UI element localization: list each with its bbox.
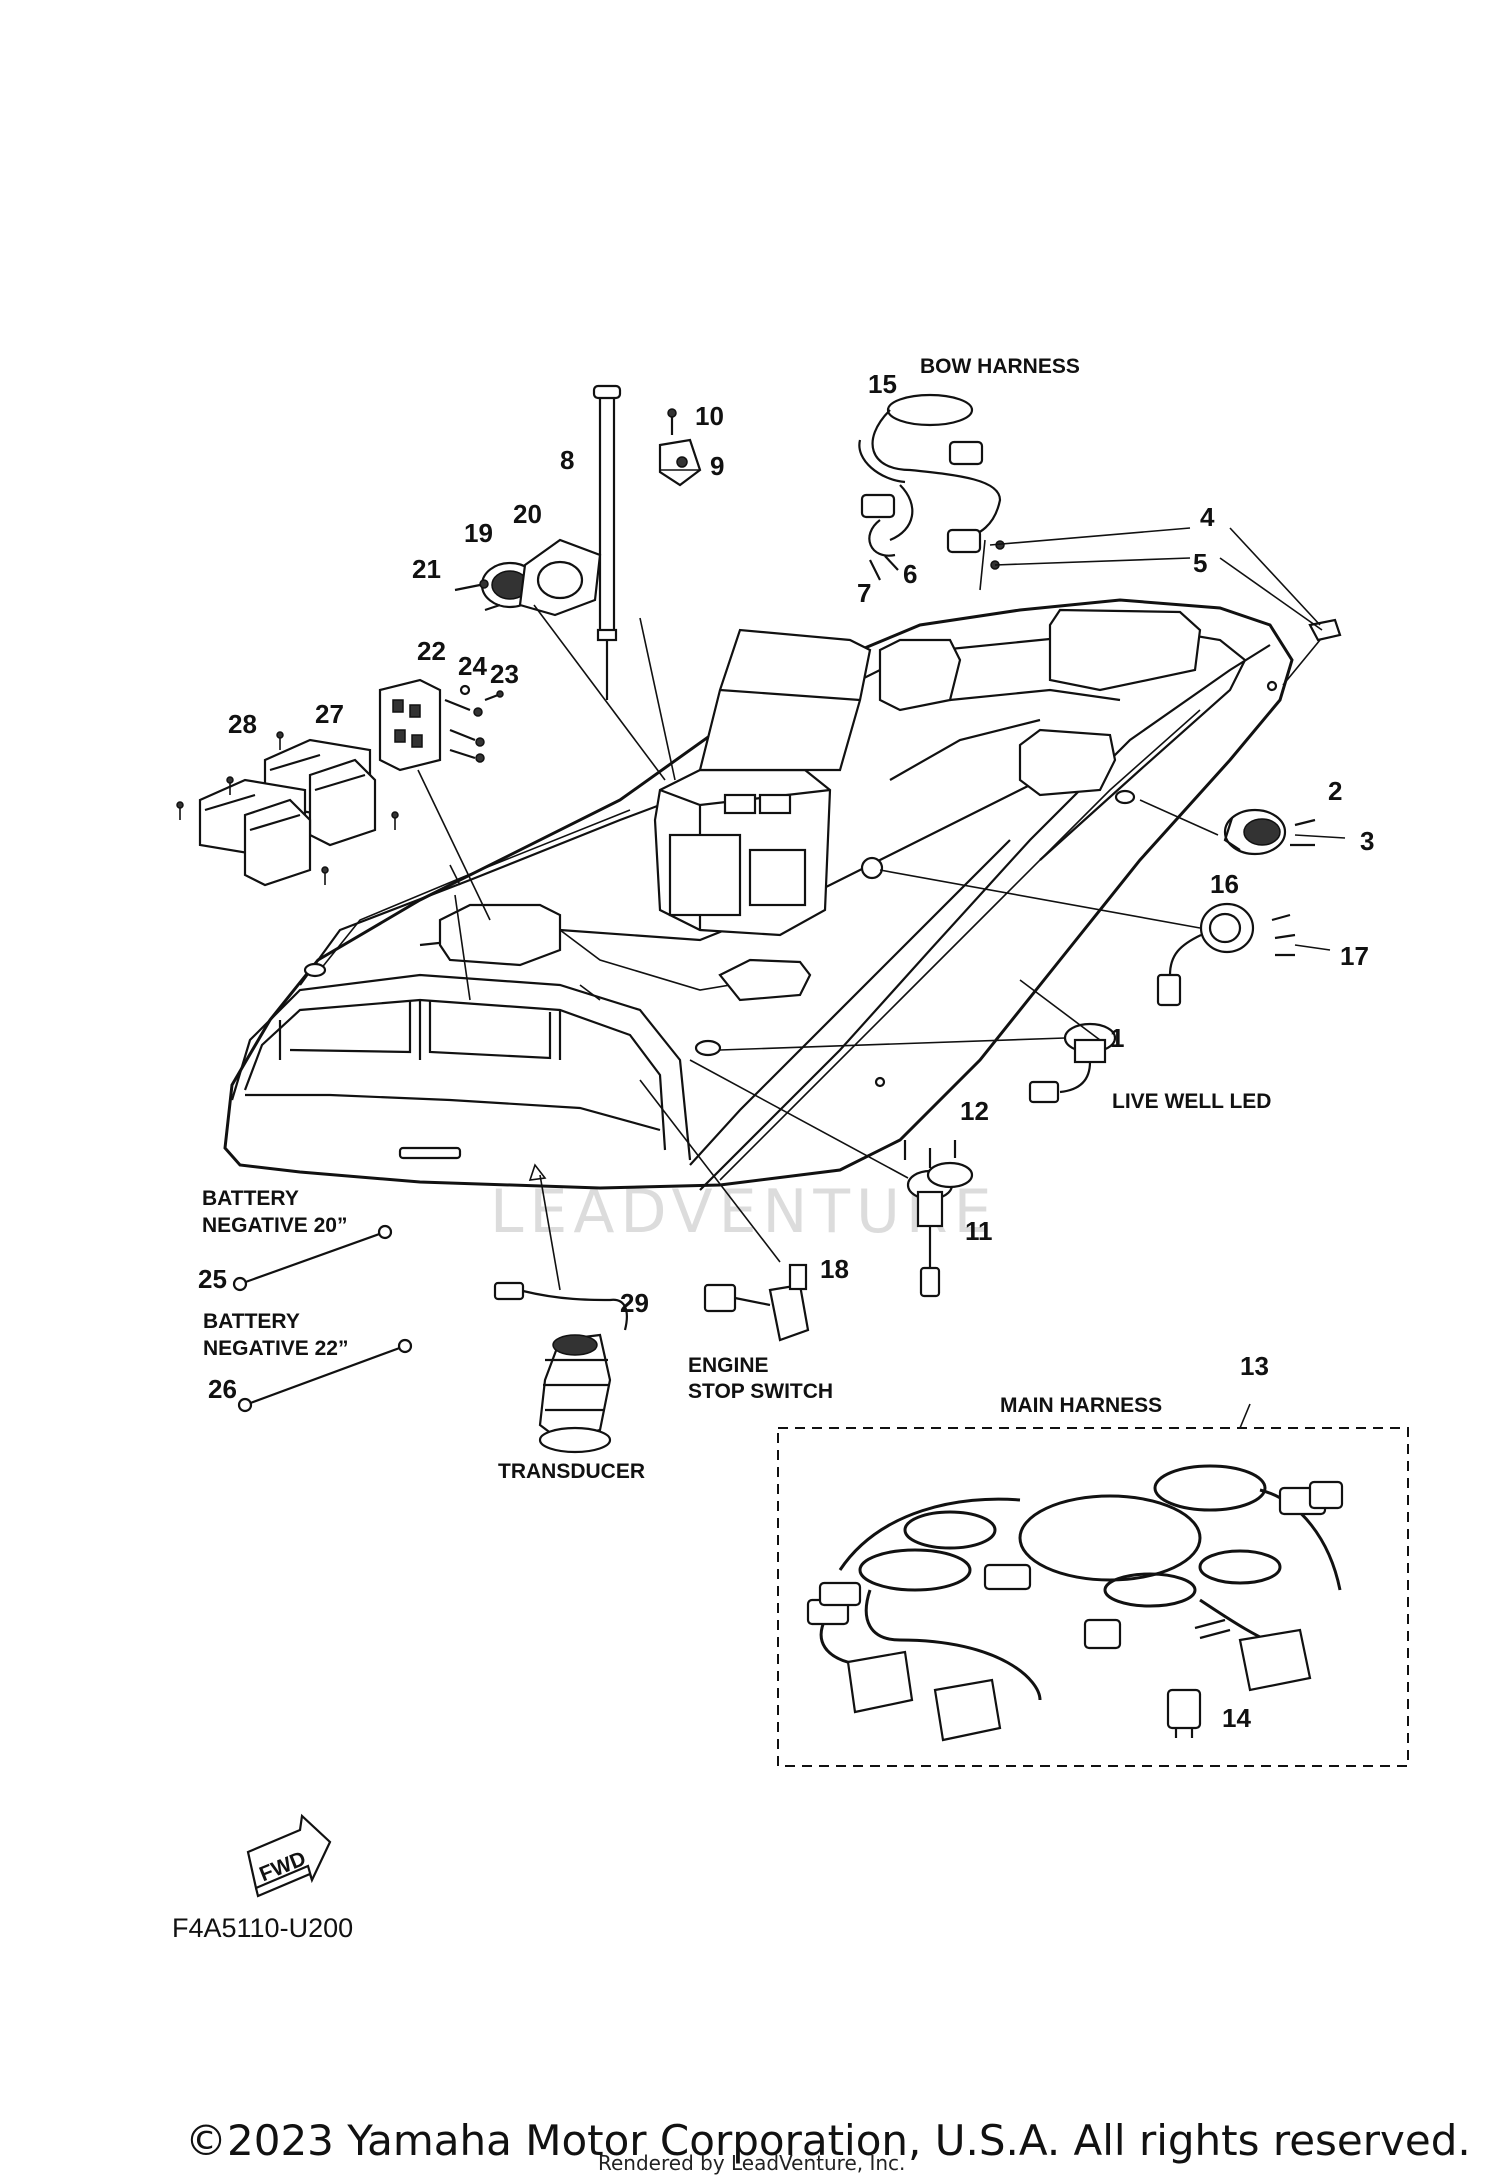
- callout-11: 11: [965, 1216, 993, 1246]
- part-2-speaker: [1223, 808, 1287, 856]
- callout-2: 2: [1328, 776, 1342, 806]
- part-21-screw: [454, 579, 501, 612]
- part-28-battery-box: [198, 778, 312, 887]
- part-12-screws: [903, 1140, 957, 1168]
- callout-4: 4: [1200, 502, 1215, 532]
- rendered-by-notice: Rendered by LeadVenture, Inc.: [598, 2151, 905, 2175]
- descriptive-labels: BOW HARNESS LIVE WELL LED BATTERY NEGATI…: [202, 355, 1271, 1886]
- label-engine-stop-switch-line2: STOP SWITCH: [688, 1380, 833, 1403]
- part-3-screws: [1290, 818, 1316, 847]
- callout-29: 29: [620, 1288, 649, 1318]
- part-16-light: [1156, 902, 1255, 1007]
- label-battery-negative-20-line1: BATTERY: [202, 1187, 299, 1210]
- part-20-gasket: [518, 538, 602, 617]
- callout-17: 17: [1340, 941, 1369, 971]
- fwd-arrow-icon: [246, 1813, 332, 1898]
- callout-24: 24: [458, 651, 487, 681]
- part-11-switch: [906, 1161, 974, 1298]
- label-transducer: TRANSDUCER: [498, 1460, 645, 1483]
- callout-26: 26: [208, 1374, 237, 1404]
- callout-14: 14: [1222, 1703, 1251, 1733]
- callout-8: 8: [560, 445, 574, 475]
- part-10-screw: [667, 408, 677, 435]
- copyright-notice: ©2023 Yamaha Motor Corporation, U.S.A. A…: [185, 2116, 1471, 2165]
- callout-5: 5: [1193, 548, 1207, 578]
- callout-7: 7: [857, 578, 871, 608]
- part-1-live-well-led: [1028, 1022, 1117, 1104]
- callout-3: 3: [1360, 826, 1374, 856]
- callout-16: 16: [1210, 869, 1239, 899]
- callout-28: 28: [228, 709, 257, 739]
- part-17-screws: [1271, 913, 1296, 957]
- part-4-5-fittings: [990, 540, 1342, 642]
- leader-lines: [417, 469, 1346, 1429]
- part-22-switch-panel: [378, 678, 485, 772]
- callout-27: 27: [315, 699, 344, 729]
- part-24-washer: [459, 684, 471, 696]
- part-26-battery-cable: [237, 1338, 413, 1413]
- diagram-code: F4A5110-U200: [172, 1913, 353, 1943]
- callout-1: 1: [1110, 1023, 1124, 1053]
- part-8-tube: [592, 384, 622, 700]
- battery-box-screws: [176, 731, 399, 885]
- callout-22: 22: [417, 636, 446, 666]
- callout-20: 20: [513, 499, 542, 529]
- callout-25: 25: [198, 1264, 227, 1294]
- callout-9: 9: [710, 451, 724, 481]
- part-18-engine-stop-switch: [703, 1263, 810, 1342]
- part-14-fuse: [1166, 1688, 1202, 1738]
- callout-23: 23: [490, 659, 519, 689]
- callout-21: 21: [412, 554, 441, 584]
- callout-15: 15: [868, 369, 897, 399]
- callout-19: 19: [464, 518, 493, 548]
- boat-hull: [223, 598, 1294, 1191]
- callout-10: 10: [695, 401, 724, 431]
- callout-12: 12: [960, 1096, 989, 1126]
- part-6-7-clips: [869, 555, 899, 581]
- label-live-well-led: LIVE WELL LED: [1112, 1090, 1271, 1113]
- label-battery-negative-22-line2: NEGATIVE 22”: [203, 1337, 348, 1360]
- label-bow-harness: BOW HARNESS: [920, 355, 1080, 378]
- part-callouts: 1 2 3 4 5 6 7 8 9 10 11 12 13 14 15 16 1…: [198, 369, 1374, 1733]
- label-battery-negative-22-line1: BATTERY: [203, 1310, 300, 1333]
- label-battery-negative-20-line2: NEGATIVE 20”: [202, 1214, 347, 1237]
- part-15-bow-harness: [858, 393, 1002, 557]
- part-23-screw: [484, 690, 504, 702]
- callout-13: 13: [1240, 1351, 1269, 1381]
- part-25-battery-cable: [232, 1224, 393, 1292]
- label-main-harness: MAIN HARNESS: [1000, 1394, 1162, 1417]
- part-29-transducer: [493, 1281, 628, 1454]
- callout-18: 18: [820, 1254, 849, 1284]
- callout-6: 6: [903, 559, 917, 589]
- label-engine-stop-switch-line1: ENGINE: [688, 1354, 769, 1377]
- part-13-main-harness: [777, 1427, 1409, 1767]
- part-9-bracket: [658, 438, 702, 487]
